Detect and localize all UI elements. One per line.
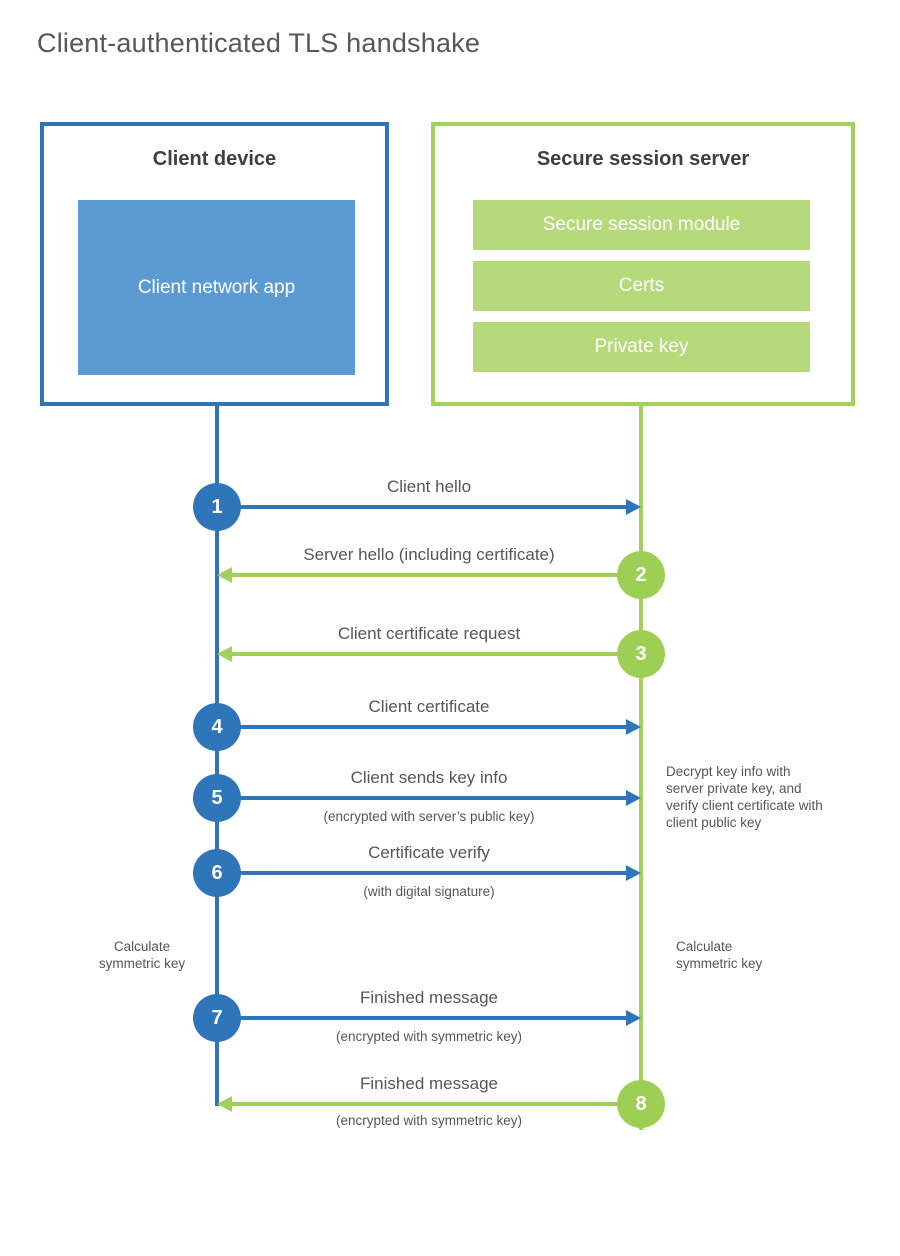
step-circle-7: 7 [193,994,241,1042]
step-circle-4: 4 [193,703,241,751]
message-sublabel: (encrypted with server’s public key) [323,809,535,824]
secure-session-server-title: Secure session server [536,148,750,170]
message-label: Server hello (including certificate) [303,545,555,564]
module-label: Certs [618,275,665,296]
message-label: Client certificate request [337,624,521,643]
arrow-head-left-icon [217,567,232,583]
step-circle-2: 2 [617,551,665,599]
step-number: 2 [635,563,647,586]
calculate-symmetric-key-left: Calculate symmetric key [98,939,186,971]
client-network-app-box: Client network app [78,200,355,375]
step-circle-3: 3 [617,630,665,678]
module-label: Private key [594,336,689,357]
step-circle-6: 6 [193,849,241,897]
step-circle-8: 8 [617,1080,665,1128]
decrypt-key-note: Decrypt key info with server private key… [666,764,823,830]
arrow-head-right-icon [626,790,641,806]
arrow-head-right-icon [626,719,641,735]
arrow-line [219,1016,627,1020]
arrow-head-left-icon [217,646,232,662]
message-sublabel: (encrypted with symmetric key) [335,1113,523,1128]
client-lifeline [215,406,219,1106]
module-bar-secure-session-module: Secure session module [473,200,810,250]
arrow-line [219,871,627,875]
arrow-head-right-icon [626,865,641,881]
server-lifeline [639,406,643,1130]
step-circle-5: 5 [193,774,241,822]
step-number: 1 [211,495,223,518]
arrow-head-right-icon [626,499,641,515]
step-number: 6 [211,861,223,884]
arrow-line [219,725,627,729]
calculate-symmetric-key-right: Calculate symmetric key [676,939,763,971]
step-number: 3 [635,642,647,665]
message-label: Client sends key info [350,768,508,787]
step-number: 8 [635,1092,647,1115]
client-device-title: Client device [152,148,277,170]
step-number: 7 [211,1006,223,1029]
arrow-head-left-icon [217,1096,232,1112]
step-number: 5 [211,786,223,809]
arrow-line [231,1102,639,1106]
message-label: Client certificate [368,697,490,716]
step-number: 4 [211,715,223,738]
module-label: Secure session module [542,214,741,235]
message-sublabel: (encrypted with symmetric key) [335,1029,523,1044]
step-circle-1: 1 [193,483,241,531]
arrow-head-right-icon [626,1010,641,1026]
arrow-line [231,573,639,577]
message-label: Certificate verify [368,843,490,862]
module-bar-private-key: Private key [473,322,810,372]
arrow-line [219,796,627,800]
message-label: Client hello [386,477,472,496]
arrow-line [231,652,639,656]
client-network-app-label: Client network app [137,276,296,298]
message-label: Finished message [360,988,498,1007]
message-sublabel: (with digital signature) [363,884,495,899]
message-label: Finished message [360,1074,498,1093]
page-title: Client-authenticated TLS handshake [37,28,481,58]
arrow-line [219,505,627,509]
module-bar-certs: Certs [473,261,810,311]
